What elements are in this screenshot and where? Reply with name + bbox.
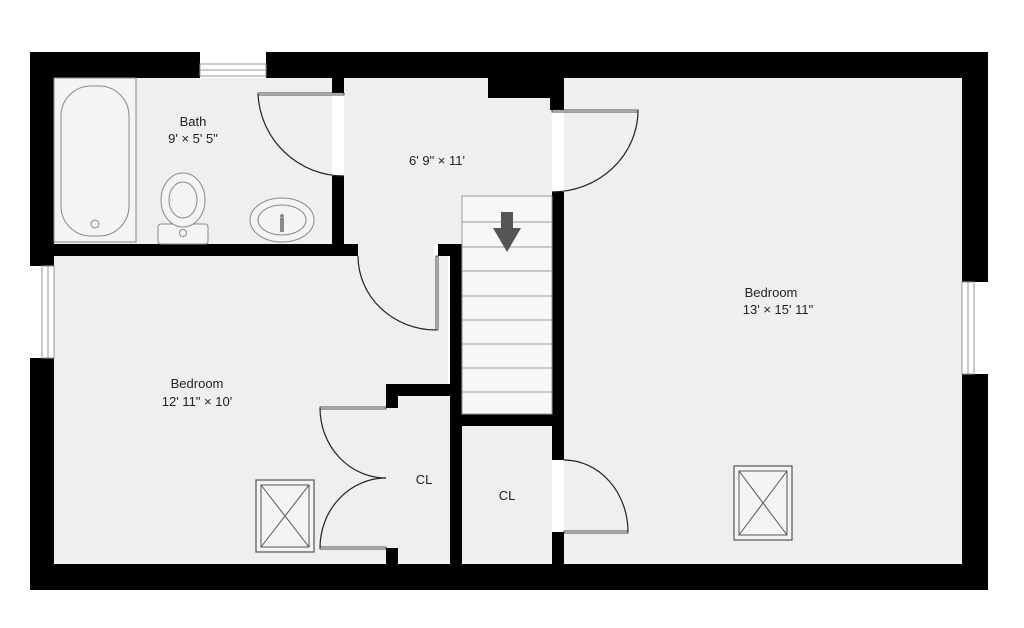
wall-closet-top <box>386 384 452 396</box>
bedroom-left-dimensions: 12' 11" × 10' <box>162 394 232 409</box>
skylight-right <box>733 465 793 541</box>
wall-right-closet-lower <box>552 532 564 564</box>
closet-center-floor <box>462 426 552 564</box>
wall-closet-left-upper <box>386 384 398 408</box>
wall-top-left <box>30 52 200 78</box>
wall-center-closet-top <box>462 414 552 426</box>
bath-dimensions: 9' × 5' 5" <box>168 131 218 146</box>
wall-left-lower <box>30 358 54 590</box>
toilet-icon <box>157 172 209 245</box>
wall-top-right <box>266 52 988 78</box>
closet-left-floor <box>396 396 452 562</box>
wall-bath-hall-upper <box>332 78 344 94</box>
bedroom-left-floor <box>54 256 448 564</box>
door-bedroom-left <box>357 255 439 331</box>
window-left <box>41 265 55 359</box>
wall-bath-hall-lower <box>332 176 344 256</box>
sink-icon <box>249 197 315 243</box>
door-bath <box>257 92 345 177</box>
wall-closet-left-lower <box>386 548 398 564</box>
wall-stairs-left-vert <box>450 244 462 564</box>
bedroom-right-name: Bedroom <box>745 285 798 300</box>
room-labels: Bath 9' × 5' 5" 6' 9" × 11' Bedroom 12' … <box>162 114 814 503</box>
bedroom-left-name: Bedroom <box>171 376 224 391</box>
door-closet-center <box>563 459 629 534</box>
wall-hall-right-lower <box>552 192 564 460</box>
wall-right-lower <box>962 374 988 590</box>
wall-left-upper <box>30 52 54 266</box>
wall-bottom <box>30 564 988 590</box>
doors <box>257 92 639 550</box>
bath-name: Bath <box>180 114 207 129</box>
wall-hall-pillar <box>488 78 550 98</box>
bathtub-icon <box>53 77 137 243</box>
bath-fixtures <box>53 77 315 245</box>
closet-center-name: CL <box>499 488 516 503</box>
wall-right-upper <box>962 52 988 282</box>
walls <box>30 52 988 590</box>
bedroom-right-dimensions: 13' × 15' 11" <box>743 302 814 317</box>
wall-hall-right-upper <box>550 78 564 110</box>
skylight-left <box>255 479 315 553</box>
stairs-down-arrow-icon <box>493 212 521 252</box>
door-bedroom-right <box>551 109 639 193</box>
door-closet-left-upper <box>319 406 387 479</box>
stairs <box>461 195 553 415</box>
window-top <box>199 63 267 77</box>
windows <box>41 63 975 375</box>
closet-left-name: CL <box>416 472 433 487</box>
window-right <box>961 281 975 375</box>
hall-dimensions: 6' 9" × 11' <box>409 153 465 168</box>
wall-bath-bedroom <box>54 244 358 256</box>
door-closet-left-lower <box>319 477 387 550</box>
